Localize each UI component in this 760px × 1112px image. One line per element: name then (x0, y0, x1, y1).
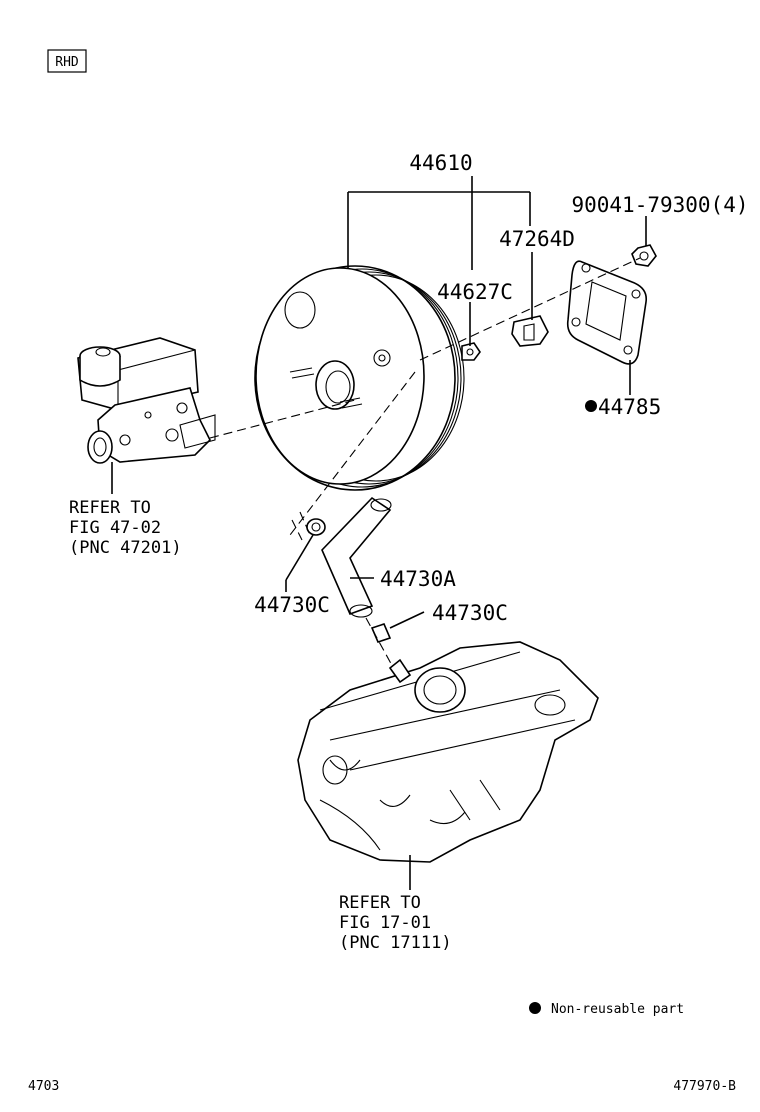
leader-lines (111, 176, 647, 890)
non-reusable-marker-icon (585, 400, 597, 412)
gasket-label: 44785 (585, 395, 661, 419)
legend-text: Non-reusable part (551, 1002, 684, 1017)
brake-booster (254, 265, 465, 491)
ref-master-line3: (PNC 47201) (69, 538, 182, 558)
assembly-line-master (209, 399, 356, 439)
ref-intake-manifold: REFER TO FIG 17-01 (PNC 17111) (339, 893, 452, 953)
check-valve (461, 342, 481, 361)
ref-master-line1: REFER TO (69, 498, 151, 518)
gasket (566, 260, 648, 365)
label-44730c-left: 44730C (254, 593, 330, 617)
legend: Non-reusable part (529, 1002, 684, 1017)
assembly-line-down (289, 371, 416, 536)
ref-manifold-line2: FIG 17-01 (339, 913, 431, 933)
rhd-badge: RHD (47, 49, 87, 73)
page-code: 4703 (28, 1079, 59, 1094)
label-47264d: 47264D (499, 227, 575, 251)
label-44785: 44785 (598, 395, 661, 419)
nut (631, 244, 657, 267)
illustration-id: 477970-B (673, 1079, 736, 1094)
clip-left (291, 511, 326, 541)
intake-manifold (297, 641, 599, 863)
label-44730a: 44730A (380, 567, 456, 591)
bracket (511, 315, 549, 347)
vacuum-hose (321, 496, 392, 618)
assembly-line-right (419, 257, 641, 361)
label-44730c-right: 44730C (432, 601, 508, 625)
rhd-badge-label: RHD (55, 55, 79, 70)
label-44610: 44610 (409, 151, 472, 175)
label-44627c: 44627C (437, 280, 513, 304)
master-cylinder (77, 337, 216, 464)
ref-master-cylinder: REFER TO FIG 47-02 (PNC 47201) (69, 498, 182, 558)
legend-dot-icon (529, 1002, 541, 1014)
ref-manifold-line1: REFER TO (339, 893, 421, 913)
label-90041-79300: 90041-79300(4) (571, 193, 748, 217)
ref-master-line2: FIG 47-02 (69, 518, 161, 538)
ref-manifold-line3: (PNC 17111) (339, 933, 452, 953)
